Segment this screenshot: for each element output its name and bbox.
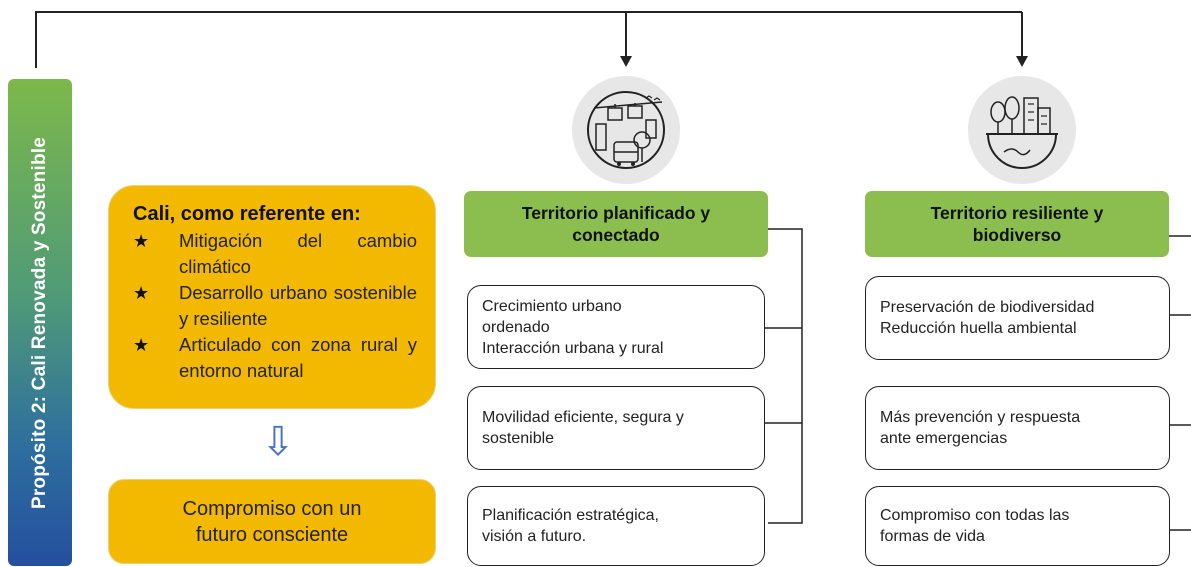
referente-item-text: Mitigación del cambio climático	[179, 230, 417, 277]
column-title-line: conectado	[572, 225, 660, 245]
column-title-line: Territorio planificado y	[521, 203, 711, 223]
column2-item: Compromiso con todas las formas de vida	[865, 486, 1170, 566]
item-line: sostenible	[482, 430, 555, 447]
column2-item: Más prevención y respuesta ante emergenc…	[865, 386, 1170, 470]
item-line: Movilidad eficiente, segura y	[482, 409, 684, 426]
earth-trees-buildings-icon	[968, 76, 1076, 184]
compromiso-line: Compromiso con un	[182, 497, 362, 520]
column-title-line: biodiverso	[972, 225, 1062, 245]
column1-item: Movilidad eficiente, segura y sostenible	[467, 386, 765, 470]
item-line: Interacción urbana y rural	[482, 339, 664, 357]
star-icon: ★	[133, 335, 150, 355]
item-line: ordenado	[482, 318, 550, 336]
referente-item-text: Desarrollo urbano sostenible y resilient…	[179, 282, 417, 329]
referente-item-text: Articulado con zona rural y entorno natu…	[179, 334, 417, 381]
referente-item: ★ Articulado con zona rural y entorno na…	[133, 332, 417, 384]
column-title-planificado: Territorio planificado y conectado	[464, 191, 768, 257]
item-line: visión a futuro.	[482, 528, 587, 545]
column-title-line: Territorio resiliente y	[930, 203, 1104, 223]
purpose-bar: Propósito 2: Cali Renovada y Sostenible	[8, 79, 72, 566]
referente-card: Cali, como referente en: ★ Mitigación de…	[108, 185, 436, 409]
column-title-resiliente: Territorio resiliente y biodiverso	[865, 191, 1169, 257]
item-line: ante emergencias	[880, 430, 1008, 447]
compromiso-line: futuro consciente	[195, 523, 349, 546]
compromiso-card: Compromiso con un futuro consciente	[108, 479, 436, 564]
item-line: Compromiso con todas las	[880, 507, 1070, 524]
item-line: Reducción huella ambiental	[880, 320, 1077, 337]
column2-item: Preservación de biodiversidad Reducción …	[865, 276, 1170, 360]
referente-list: ★ Mitigación del cambio climático ★ Desa…	[133, 228, 417, 384]
column1-item: Crecimiento urbano ordenado Interacción …	[467, 285, 765, 369]
arrow-2-head	[1016, 56, 1028, 67]
referente-item: ★ Desarrollo urbano sostenible y resilie…	[133, 280, 417, 332]
item-line: Preservación de biodiversidad	[880, 299, 1095, 316]
down-arrow-icon: ⇩	[261, 420, 295, 464]
referente-item: ★ Mitigación del cambio climático	[133, 228, 417, 280]
star-icon: ★	[133, 283, 150, 303]
item-line: Planificación estratégica,	[482, 507, 659, 524]
item-line: Más prevención y respuesta	[880, 409, 1081, 426]
city-transport-icon	[572, 76, 680, 184]
star-icon: ★	[133, 231, 150, 251]
arrow-1-head	[620, 56, 632, 67]
top-connector	[35, 11, 1022, 68]
item-line: Crecimiento urbano	[482, 297, 622, 315]
item-line: formas de vida	[880, 528, 985, 545]
purpose-bar-label: Propósito 2: Cali Renovada y Sostenible	[29, 136, 50, 509]
bracket-col1	[768, 228, 803, 524]
column1-item: Planificación estratégica, visión a futu…	[467, 486, 765, 566]
referente-title: Cali, como referente en:	[133, 203, 361, 225]
